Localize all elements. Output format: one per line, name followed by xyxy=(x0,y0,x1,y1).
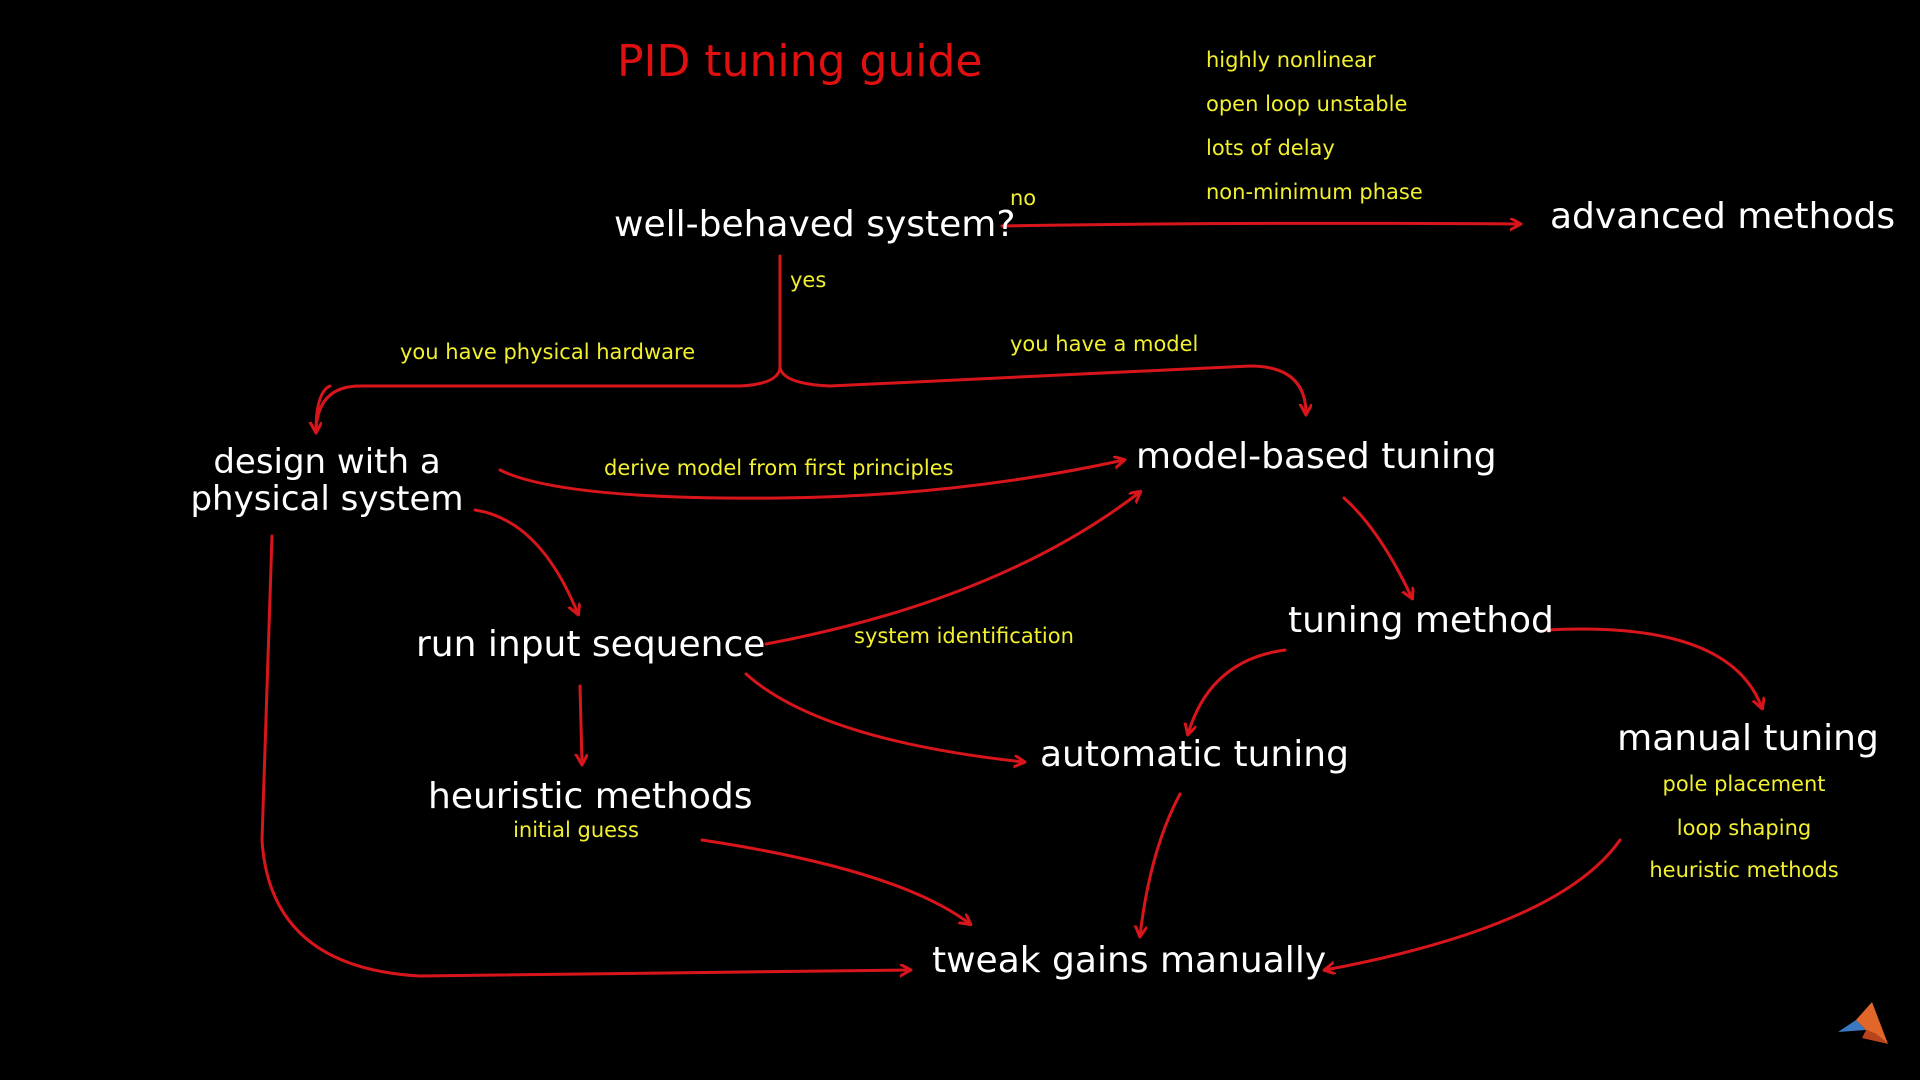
note-initial-guess: initial guess xyxy=(513,818,639,842)
note-lots-of-delay: lots of delay xyxy=(1206,136,1335,160)
node-run-input-sequence: run input sequence xyxy=(416,624,766,665)
arrow-to-model-branch xyxy=(778,364,1306,414)
note-heuristic-methods: heuristic methods xyxy=(1649,858,1839,882)
edge-label-derive: derive model from first principles xyxy=(604,456,954,480)
arrow-yes-to-hardware xyxy=(314,254,782,432)
arrow-run-to-heuristic xyxy=(580,684,582,764)
arrow-no-to-advanced xyxy=(1000,223,1520,226)
node-design-line-1: design with a xyxy=(213,442,441,482)
note-non-minimum-phase: non-minimum phase xyxy=(1206,180,1423,204)
arrow-design-to-tweak xyxy=(260,534,910,976)
edge-label-yes: yes xyxy=(790,268,827,292)
arrow-run-to-automatic xyxy=(744,672,1024,762)
arrow-model-to-method xyxy=(1342,496,1412,598)
arrow-automatic-to-tweak xyxy=(1140,792,1182,936)
arrow-manual-to-tweak xyxy=(1325,838,1622,970)
note-pole-placement: pole placement xyxy=(1662,772,1826,796)
diagram-title: PID tuning guide xyxy=(617,36,983,87)
node-design-line-2: physical system xyxy=(190,479,464,519)
node-manual-tuning: manual tuning xyxy=(1617,718,1879,759)
note-loop-shaping: loop shaping xyxy=(1676,816,1812,840)
arrow-sysid xyxy=(764,492,1140,646)
node-model-based-tuning: model-based tuning xyxy=(1136,436,1497,477)
node-advanced-methods: advanced methods xyxy=(1550,196,1896,237)
node-tweak-gains-manually: tweak gains manually xyxy=(932,940,1327,981)
edge-label-sysid: system identification xyxy=(854,624,1074,648)
edge-label-no: no xyxy=(1010,186,1037,210)
arrow-to-design xyxy=(316,384,332,432)
node-heuristic-methods: heuristic methods xyxy=(428,776,753,817)
arrow-design-to-run xyxy=(473,508,578,614)
arrow-derive-model xyxy=(498,460,1124,500)
node-design-physical-system: design with a physical system xyxy=(190,444,463,518)
matlab-logo-icon xyxy=(1838,1002,1888,1044)
edge-label-model: you have a model xyxy=(1010,332,1199,356)
arrow-method-to-automatic xyxy=(1188,648,1287,734)
node-automatic-tuning: automatic tuning xyxy=(1040,734,1349,775)
note-highly-nonlinear: highly nonlinear xyxy=(1206,48,1376,72)
arrow-heuristic-to-tweak xyxy=(700,838,970,924)
arrow-method-to-manual xyxy=(1544,627,1762,708)
edge-label-hardware: you have physical hardware xyxy=(400,340,696,364)
node-tuning-method: tuning method xyxy=(1288,600,1554,641)
node-well-behaved-system: well-behaved system? xyxy=(614,204,1016,245)
note-open-loop-unstable: open loop unstable xyxy=(1206,92,1408,116)
